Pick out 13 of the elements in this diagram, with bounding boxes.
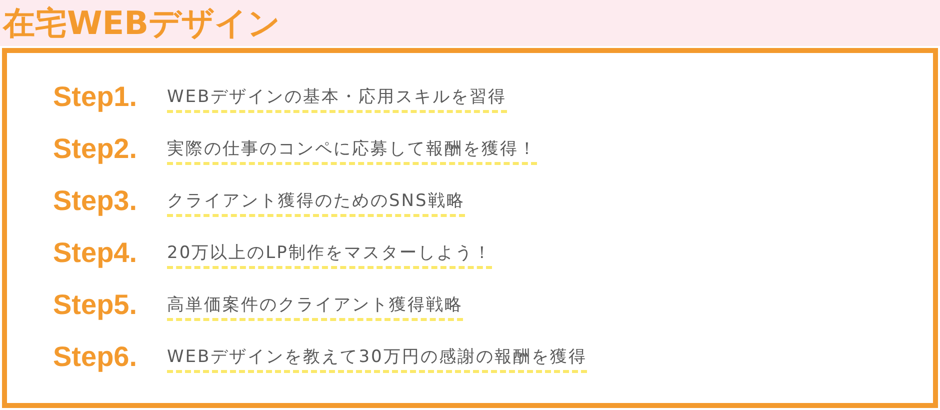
step-description: クライアント獲得のためのSNS戦略 — [167, 190, 465, 217]
step-number: Step5. — [53, 289, 138, 321]
step-description: WEBデザインを教えて30万円の感謝の報酬を獲得 — [167, 346, 587, 373]
step-number: Step2. — [53, 133, 138, 165]
page-title: 在宅WEBデザイン — [3, 3, 281, 43]
step-number: Step1. — [53, 81, 138, 113]
step-number: Step3. — [53, 185, 138, 217]
step-number: Step6. — [53, 341, 138, 373]
step-description: 実際の仕事のコンペに応募して報酬を獲得！ — [167, 138, 537, 165]
step-number: Step4. — [53, 237, 138, 269]
step-description: WEBデザインの基本・応用スキルを習得 — [167, 86, 507, 113]
step-description: 20万以上のLP制作をマスターしよう！ — [167, 242, 492, 269]
step-description: 高単価案件のクライアント獲得戦略 — [167, 294, 463, 321]
